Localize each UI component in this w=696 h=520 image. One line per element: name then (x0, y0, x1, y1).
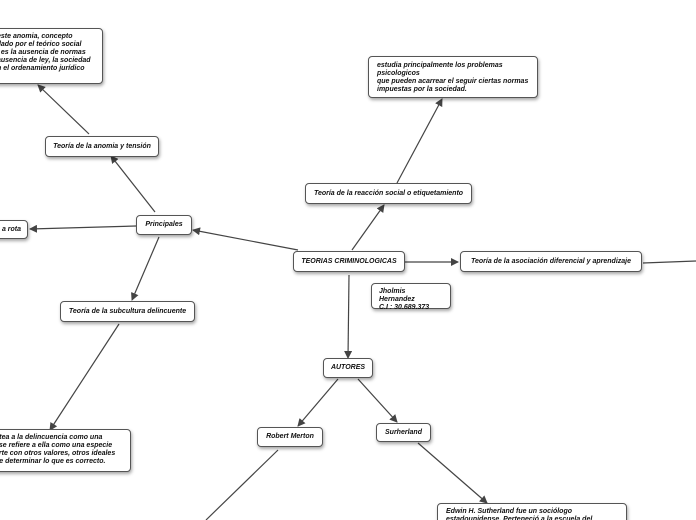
merton-node[interactable]: Robert Merton (257, 427, 323, 447)
edge-autores-sutherland (357, 378, 398, 423)
anomia-description[interactable]: este anomia, concepto llado por el teóri… (0, 28, 103, 84)
reaccion-description[interactable]: estudia principalmente los problemas psi… (368, 56, 538, 98)
subcultura-description[interactable]: ntea a la delincuencia como una , se ref… (0, 429, 131, 472)
edge-principales-rota (29, 224, 137, 233)
edge-reaccion-desc (396, 98, 443, 184)
asociacion-node[interactable]: Teoría de la asociación diferencial y ap… (460, 251, 642, 272)
rota-node[interactable]: a rota (0, 220, 28, 239)
edge-principales-anomia (110, 155, 156, 213)
reaccion-node[interactable]: Teoría de la reacción social o etiquetam… (305, 183, 472, 204)
subcultura-node[interactable]: Teoría de la subcultura delincuente (60, 301, 195, 322)
anomia-node[interactable]: Teoría de la anomia y tensión (45, 136, 159, 157)
sutherland-node[interactable]: Surherland (376, 423, 431, 442)
edge-sutherland-desc (417, 442, 488, 504)
edge-anomia-desc (37, 84, 90, 135)
sutherland-description[interactable]: Edwin H. Sutherland fue un sociólogo est… (437, 503, 627, 520)
edge-central-reaccion (351, 204, 385, 251)
principales-node[interactable]: Principales (136, 215, 192, 235)
edge-subcultura-desc (49, 323, 120, 431)
author-info-box[interactable]: Jholmis Hernandez C.I : 30.689.373 (371, 283, 451, 311)
edge-central-autores (344, 274, 353, 359)
autores-node[interactable]: AUTORES (323, 358, 373, 378)
edge-asociacion-offscreen (642, 260, 696, 264)
central-topic[interactable]: TEORIAS CRIMINOLOGICAS (293, 251, 405, 272)
edge-merton-offscreen (205, 449, 279, 520)
edge-principales-subcultura (131, 236, 160, 301)
edge-autores-merton (297, 378, 339, 427)
edge-central-principales (192, 227, 299, 251)
